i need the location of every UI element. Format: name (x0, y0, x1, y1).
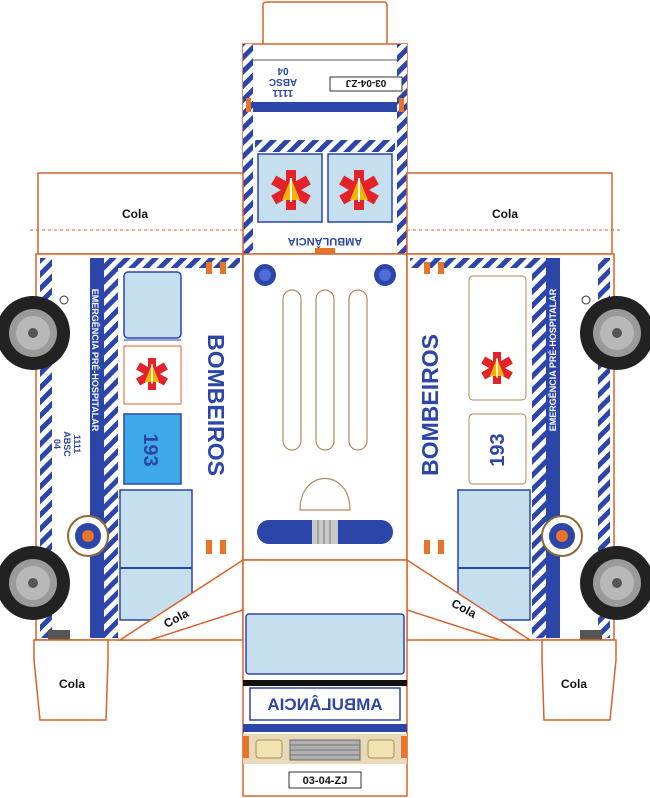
firefighter-crest-icon (541, 515, 583, 557)
left-emergency-number: 193 (139, 433, 161, 466)
front-ambulance-text: AMBULÂNCIA (267, 695, 382, 714)
right-lower-flaps (406, 558, 617, 721)
left-code-line1: 1111 (72, 435, 82, 454)
left-service-text: EMERGÊNCIA PRÉ-HOSPITALAR (90, 289, 101, 432)
left-code-line3: 04 (52, 439, 62, 449)
glue-label-right-top: Cola (492, 207, 518, 221)
front-panel (242, 559, 408, 797)
left-brand-text: BOMBEIROS (203, 334, 229, 476)
right-service-text: EMERGÊNCIA PRÉ-HOSPITALAR (547, 288, 558, 431)
glue-label-left-bottom: Cola (59, 677, 85, 691)
front-plate-text: 03-04-ZJ (303, 775, 348, 787)
glue-label-left-top: Cola (122, 207, 148, 221)
rear-code-line2: ABSC (269, 76, 297, 87)
rear-plate-text: 03-04-ZJ (346, 77, 387, 88)
right-brand-text: BOMBEIROS (417, 334, 443, 476)
right-emergency-number: 193 (487, 433, 509, 466)
rear-code-line1: 1111 (272, 87, 293, 98)
firefighter-crest-icon (67, 515, 109, 557)
top-rear-panel (242, 1, 408, 255)
glue-label-right-bottom: Cola (561, 677, 587, 691)
roof-panel (242, 253, 408, 561)
rear-code-line3: 04 (277, 65, 289, 76)
rear-ambulance-text: AMBULÂNCIA (288, 235, 363, 248)
left-code-line2: ABSC (62, 431, 72, 457)
